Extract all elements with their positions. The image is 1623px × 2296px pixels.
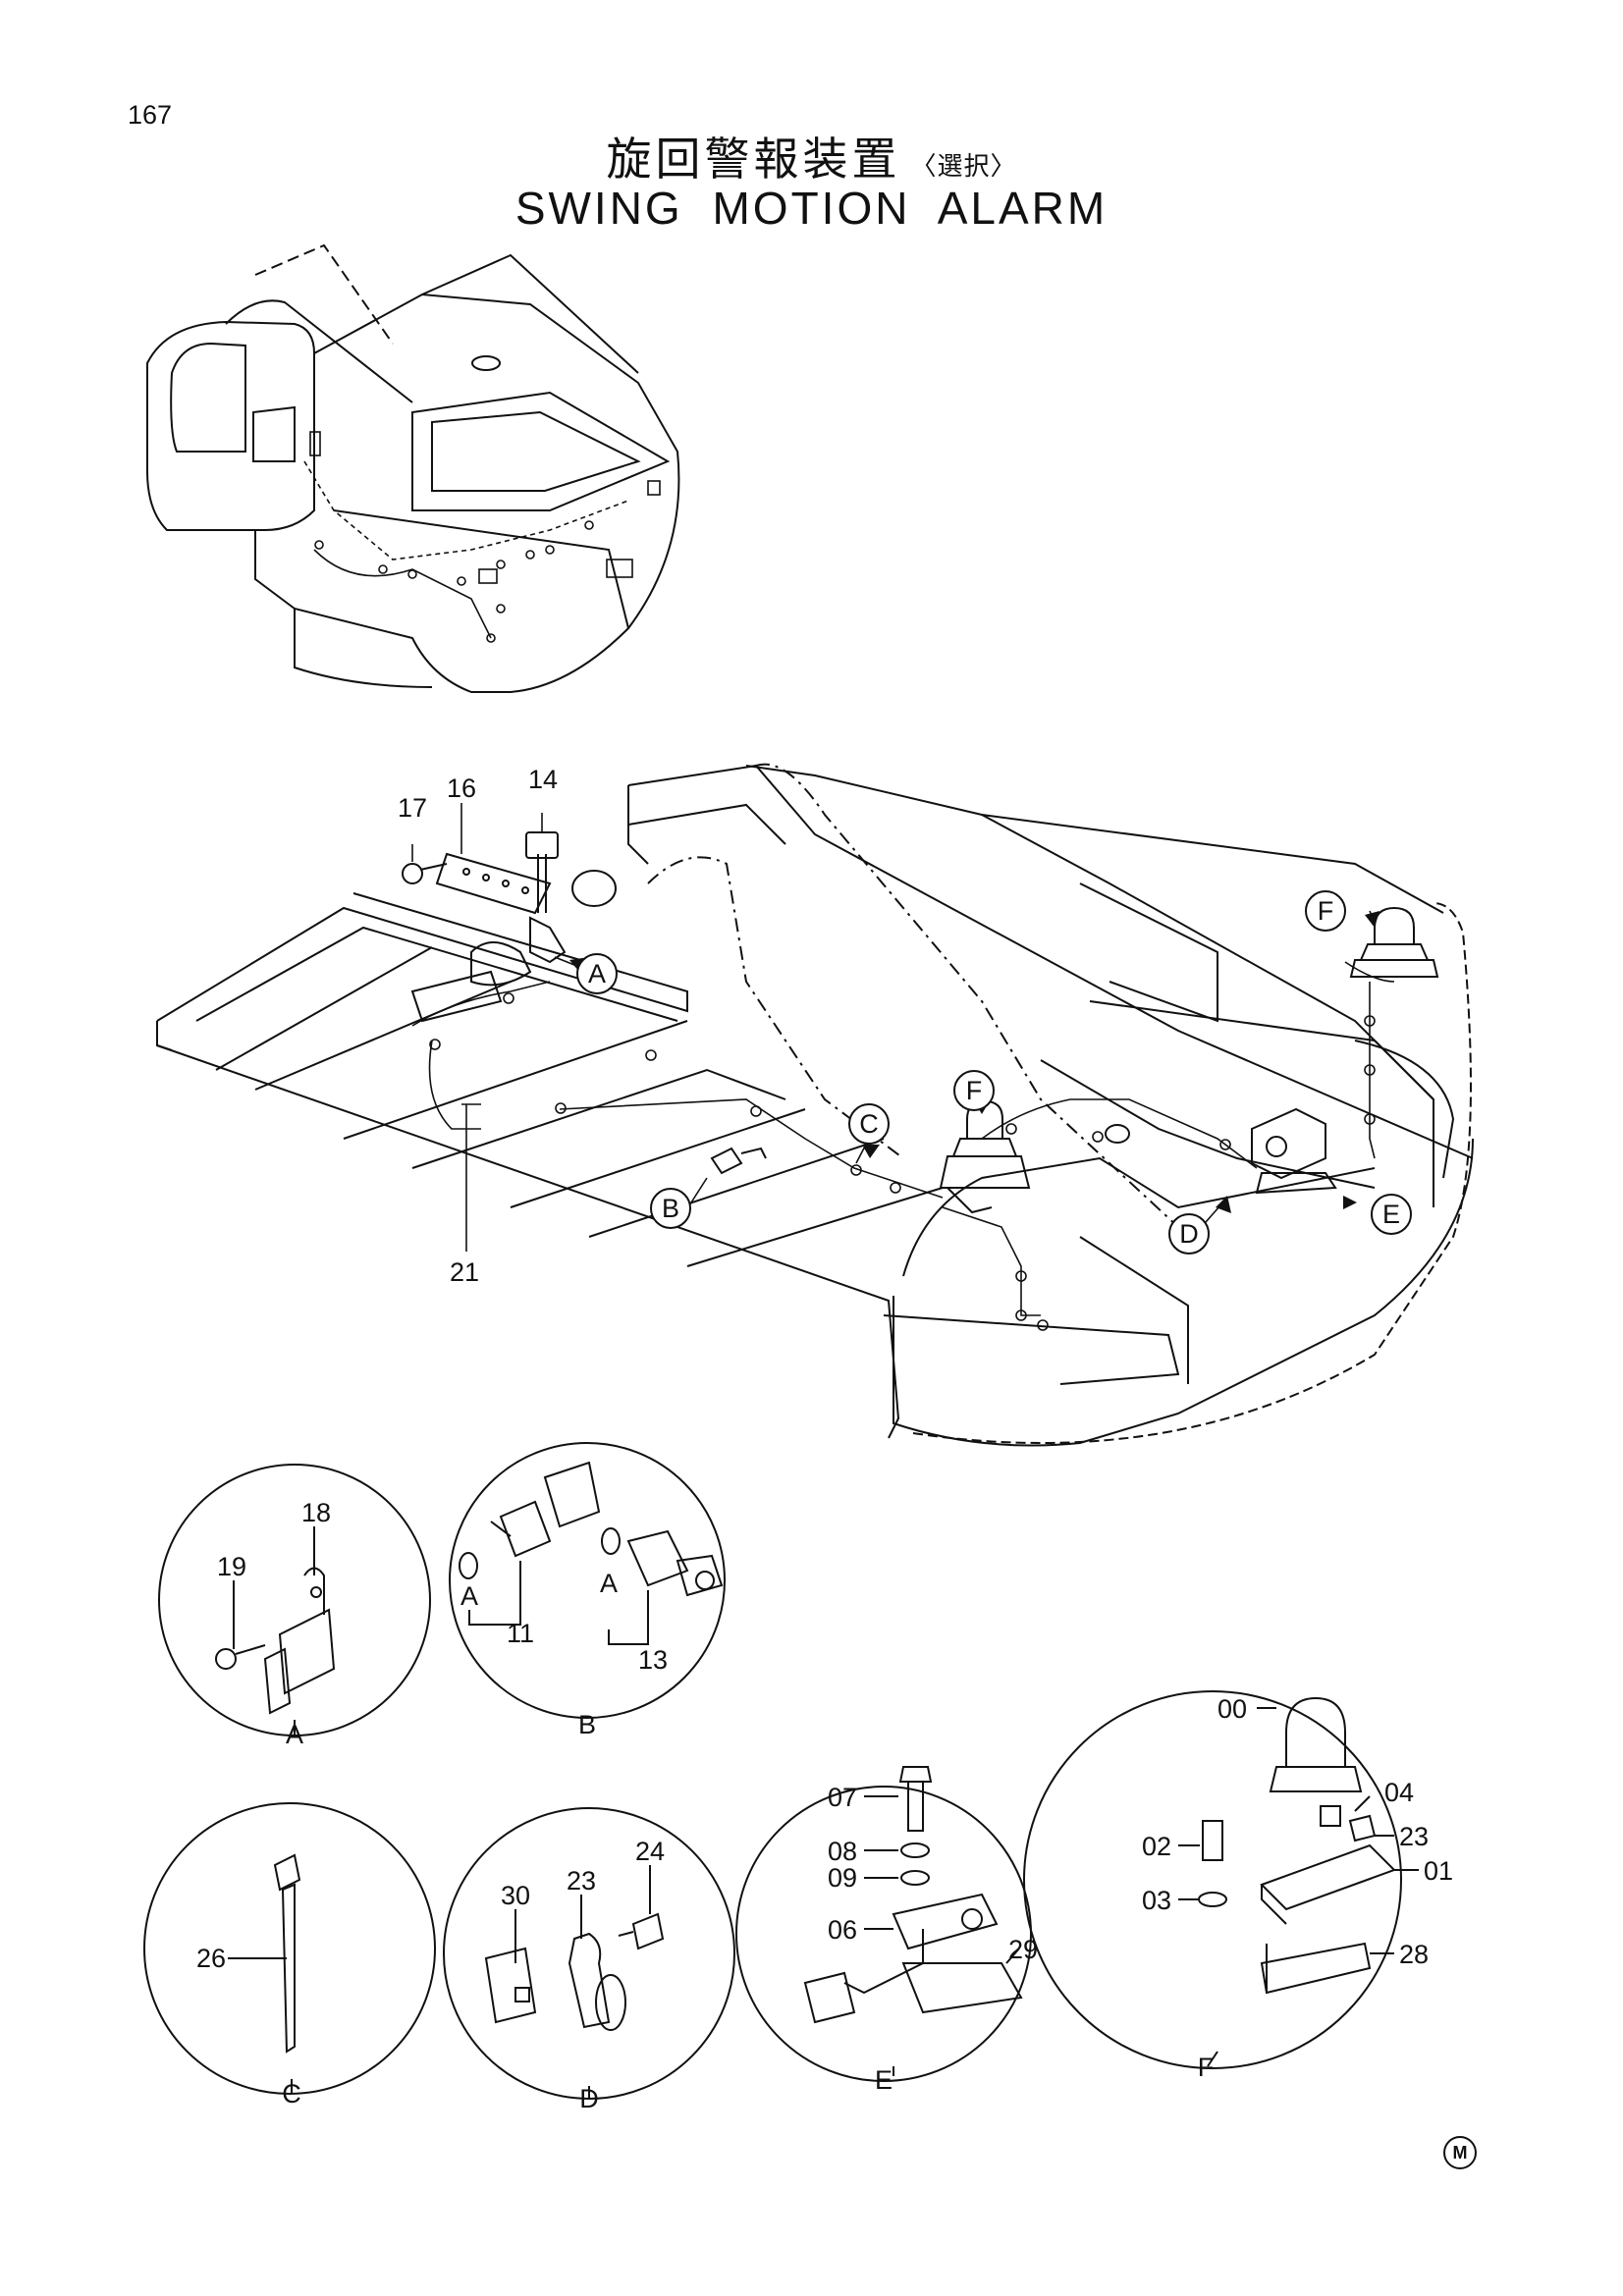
detail-A-labels: 18 19 A bbox=[217, 1498, 331, 1749]
label-part-11: 11 bbox=[507, 1619, 534, 1648]
title-japanese-text: 旋回警報装置 bbox=[606, 133, 901, 186]
label-view-C: C bbox=[859, 1109, 879, 1139]
upperstructure-frame bbox=[156, 763, 1474, 1447]
view-callout-circles bbox=[576, 890, 1412, 1255]
detail-view-A bbox=[158, 1464, 431, 1736]
label-part-23-D: 23 bbox=[567, 1866, 596, 1896]
label-sub-A-right: A bbox=[600, 1569, 618, 1598]
detail-view-D bbox=[443, 1807, 735, 2100]
bracket-16-main bbox=[410, 831, 567, 1023]
detail-C-labels: 26 C bbox=[196, 1944, 301, 2109]
label-part-13: 13 bbox=[638, 1645, 668, 1675]
manufacturer-mark: M bbox=[1443, 2136, 1477, 2169]
label-view-D: D bbox=[1179, 1219, 1199, 1249]
label-part-04: 04 bbox=[1384, 1778, 1414, 1807]
detail-view-F bbox=[1023, 1690, 1419, 2069]
detail-D-labels: 30 23 24 D bbox=[501, 1837, 665, 2113]
label-part-08: 08 bbox=[828, 1837, 857, 1866]
label-part-28: 28 bbox=[1399, 1940, 1429, 1969]
alarm-unit-right bbox=[1349, 906, 1439, 978]
label-part-18: 18 bbox=[301, 1498, 331, 1527]
label-detail-C: C bbox=[282, 2079, 301, 2109]
detail-E-labels: 07 08 09 06 29 E bbox=[828, 1783, 1038, 2095]
label-part-17: 17 bbox=[398, 793, 427, 823]
label-view-F-left: F bbox=[966, 1076, 983, 1105]
bolt-17-main bbox=[402, 863, 448, 884]
label-sub-A-left: A bbox=[460, 1581, 478, 1611]
detail-view-B bbox=[449, 1442, 726, 1719]
label-part-30: 30 bbox=[501, 1881, 530, 1910]
label-view-A: A bbox=[588, 959, 606, 988]
label-detail-A: A bbox=[286, 1720, 303, 1749]
callout-arrows bbox=[569, 911, 1380, 1213]
label-view-F-right: F bbox=[1318, 896, 1334, 926]
label-part-19: 19 bbox=[217, 1552, 246, 1581]
label-part-14: 14 bbox=[528, 765, 558, 794]
page-number: 167 bbox=[128, 100, 173, 130]
main-callout-labels: 17 16 14 21 A B C D E F F bbox=[398, 765, 1400, 1287]
label-detail-E: E bbox=[875, 2065, 893, 2095]
detail-view-C bbox=[143, 1802, 436, 2095]
label-part-03: 03 bbox=[1142, 1886, 1171, 1915]
label-part-01: 01 bbox=[1424, 1856, 1453, 1886]
detail-view-E bbox=[735, 1766, 1032, 2082]
label-part-21: 21 bbox=[450, 1257, 479, 1287]
leader-lines-main bbox=[411, 803, 1376, 1252]
label-detail-B: B bbox=[578, 1710, 596, 1739]
label-part-00: 00 bbox=[1217, 1694, 1247, 1724]
label-detail-F: F bbox=[1198, 2053, 1215, 2082]
excavator-overview bbox=[146, 243, 680, 693]
label-part-09: 09 bbox=[828, 1863, 857, 1893]
label-view-E: E bbox=[1382, 1200, 1400, 1229]
title-english: SWING MOTION ALARM bbox=[514, 183, 1109, 234]
label-part-07: 07 bbox=[828, 1783, 857, 1812]
pressure-switch-E bbox=[1251, 1107, 1337, 1195]
detail-B-labels: A A 11 13 B bbox=[460, 1569, 668, 1739]
title-japanese-option: 〈選択〉 bbox=[910, 152, 1017, 182]
label-part-24: 24 bbox=[635, 1837, 665, 1866]
detail-F-labels: 00 04 02 23 03 01 28 F bbox=[1142, 1694, 1453, 2082]
title-japanese: 旋回警報装置〈選択〉 bbox=[0, 124, 1623, 188]
label-part-23-F: 23 bbox=[1399, 1822, 1429, 1851]
label-detail-D: D bbox=[579, 2084, 599, 2113]
label-part-16: 16 bbox=[447, 774, 476, 803]
label-part-06: 06 bbox=[828, 1915, 857, 1945]
label-part-26: 26 bbox=[196, 1944, 226, 1973]
label-view-B: B bbox=[662, 1194, 679, 1223]
sensor-B-main bbox=[710, 1147, 767, 1175]
label-part-02: 02 bbox=[1142, 1832, 1171, 1861]
